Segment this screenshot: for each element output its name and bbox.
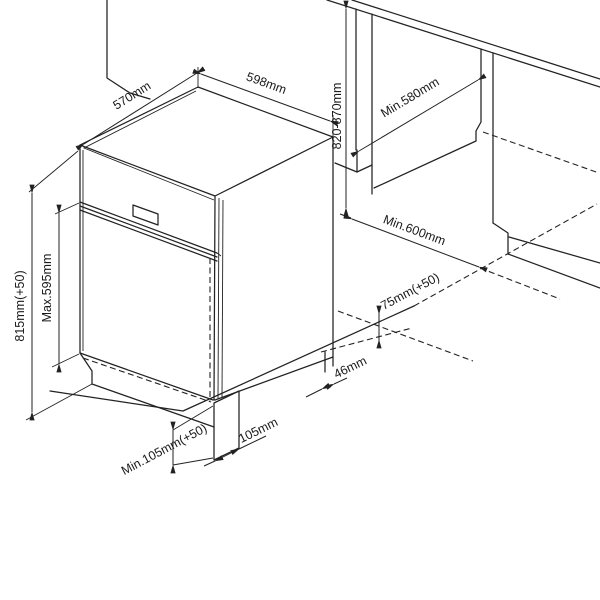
- dim-label-appliance-height: 815mm(+50): [13, 270, 27, 341]
- plinth-panel: [213, 390, 240, 461]
- dim-label-door-max-height: Max.595mm: [40, 254, 54, 323]
- dimension-lines: [25, 0, 488, 474]
- worktop: [326, 0, 600, 88]
- floor-line: [49, 305, 415, 412]
- projection-dashed-lines: [82, 131, 600, 403]
- dim-label-niche-depth: Min.580mm: [378, 75, 441, 121]
- niche-right-side-panel: [373, 48, 600, 289]
- dim-label-niche-height: 820-870mm: [330, 83, 344, 150]
- dim-label-plinth-min-height: Min.105mm(+50): [119, 421, 209, 478]
- dimension-labels: 570mm 598mm 820-870mm Min.580mm Min.600m…: [13, 70, 447, 478]
- dim-label-plinth-depth: 105mm: [236, 415, 280, 446]
- dim-label-rear-clearance: 46mm: [332, 354, 369, 382]
- dishwasher-unit: [79, 86, 334, 428]
- control-panel-display: [132, 204, 159, 226]
- dim-label-top-width: 598mm: [244, 70, 288, 97]
- dim-label-plinth-adjust: 75mm(+50): [378, 270, 441, 313]
